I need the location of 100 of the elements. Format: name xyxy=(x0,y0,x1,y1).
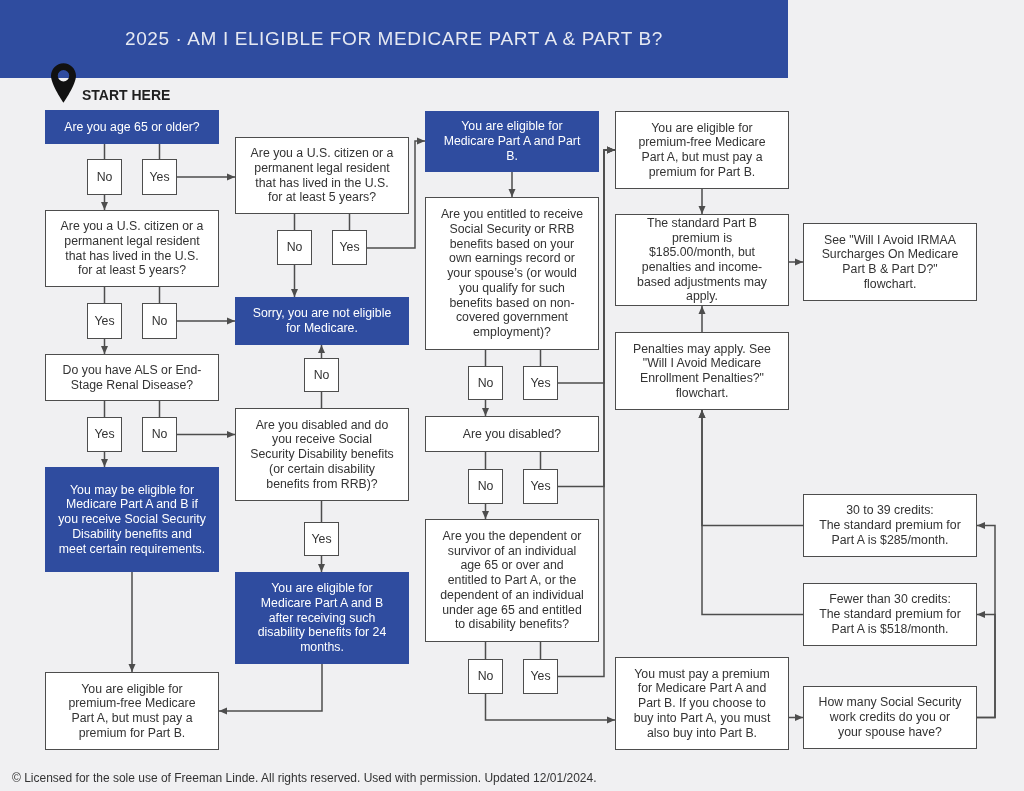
question-text: Are you disabled? xyxy=(462,426,562,442)
question-box xyxy=(425,416,599,452)
question-box xyxy=(803,686,977,749)
result-text: You are eligible for premium-free Medicare Part A, but must pay a premium for Part B. xyxy=(67,681,197,741)
answer-box xyxy=(87,303,122,339)
result-box xyxy=(235,572,409,664)
question-box xyxy=(45,110,219,144)
answer-text: No xyxy=(313,367,330,383)
answer-box xyxy=(523,659,558,694)
page-title: 2025 · AM I ELIGIBLE FOR MEDICARE PART A & PART B? xyxy=(125,26,663,51)
answer-text: No xyxy=(286,240,303,255)
result-box xyxy=(45,467,219,572)
arrow xyxy=(698,409,804,616)
answer-box xyxy=(523,366,558,400)
arrow xyxy=(976,611,996,719)
answer-box xyxy=(304,522,339,556)
answer-text: No xyxy=(151,313,168,329)
result-text: Penalties may apply. See "Will I Avoid Medicare Enrollment Penalties?" flowchart. xyxy=(632,341,772,401)
answer-text: Yes xyxy=(339,240,360,255)
arrow xyxy=(788,714,804,721)
answer-text: Yes xyxy=(149,169,170,185)
question-text: Are you disabled and do you receive Social Security Disability benefits (or certain disability benefits from RRB)? xyxy=(249,417,395,492)
arrow xyxy=(482,503,489,520)
answer-box xyxy=(523,469,558,504)
arrow xyxy=(101,338,108,355)
result-box xyxy=(425,111,599,172)
question-text: Do you have ALS or End-Stage Renal Disease? xyxy=(61,362,203,393)
answer-box xyxy=(277,230,312,265)
answer-text: Yes xyxy=(530,669,551,684)
answer-box xyxy=(332,230,367,265)
arrow xyxy=(318,555,325,573)
question-text: Are you the dependent or survivor of an individual age 65 or over and entitled to Part A, or the dependent of an individual under age 65 and entitled to disability benefits? xyxy=(439,529,585,632)
result-box xyxy=(45,672,219,750)
question-box xyxy=(235,408,409,501)
start-label: START HERE xyxy=(82,86,171,105)
result-box xyxy=(803,583,977,646)
answer-box xyxy=(468,366,503,400)
result-text: 30 to 39 credits: xyxy=(846,503,934,519)
answer-text: Yes xyxy=(94,313,115,329)
arrow xyxy=(101,194,108,211)
arrow xyxy=(508,171,516,198)
result-box xyxy=(803,223,977,301)
answer-text: No xyxy=(477,479,494,494)
question-box xyxy=(235,137,409,214)
question-text: Are you entitled to receive Social Security or RRB benefits based on your own earnings record or your spouse’s (or would you qualify for such benefits based on non-covered government employment)? xyxy=(439,207,585,340)
answer-box xyxy=(304,358,339,392)
result-box xyxy=(615,111,789,189)
arrow xyxy=(482,399,489,417)
result-text: You must pay a premium for Medicare Part A and Part B. If you choose to buy into Part A, you must also buy into Part B. xyxy=(632,666,772,741)
answer-text: No xyxy=(477,669,494,684)
result-text: You are eligible for Medicare Part A and Part B. xyxy=(442,119,582,164)
arrow xyxy=(291,264,298,298)
result-box xyxy=(615,332,789,410)
arrow xyxy=(176,173,236,181)
arrow xyxy=(176,431,236,438)
answer-text: Yes xyxy=(311,531,332,547)
answer-box xyxy=(142,159,177,195)
question-text: Are you age 65 or older? xyxy=(64,119,200,135)
arrow xyxy=(128,571,136,673)
question-box xyxy=(45,354,219,401)
answer-box xyxy=(468,469,503,504)
result-box xyxy=(803,494,977,557)
connector-line xyxy=(320,500,323,523)
arrow xyxy=(484,693,616,724)
answer-text: No xyxy=(96,169,113,185)
answer-text: Yes xyxy=(94,427,115,442)
arrow xyxy=(176,317,236,325)
result-text: The standard premium for Part A is $285/month. xyxy=(818,518,962,548)
footer-note: © Licensed for the sole use of Freeman Linde. All rights reserved. Used with permission. Updated 12/01/2024. xyxy=(12,771,597,786)
result-text: You may be eligible for Medicare Part A and B if you receive Social Security Disability benefits and meet certain requirements. xyxy=(58,482,206,557)
arrow xyxy=(698,188,706,215)
question-text: Are you a U.S. citizen or a permanent legal resident that has lived in the U.S. for at least 5 years? xyxy=(59,219,205,278)
result-text: Fewer than 30 credits: xyxy=(829,592,951,608)
answer-text: Yes xyxy=(530,479,551,494)
result-text: You are eligible for Medicare Part A and B after receiving such disability benefits for 24 months. xyxy=(256,581,388,655)
question-box xyxy=(425,197,599,350)
question-text: Are you a U.S. citizen or a permanent legal resident that has lived in the U.S. for at least 5 years? xyxy=(249,146,395,205)
answer-box xyxy=(468,659,503,694)
result-box xyxy=(615,657,789,750)
arrow xyxy=(366,137,426,249)
answer-text: Yes xyxy=(530,375,551,391)
answer-box xyxy=(142,417,177,452)
arrow xyxy=(101,451,108,468)
answer-text: No xyxy=(477,375,494,391)
arrow xyxy=(557,146,616,678)
result-text: Sorry, you are not eligible for Medicare. xyxy=(251,306,393,336)
question-box xyxy=(425,519,599,642)
result-text: You are eligible for premium-free Medicare Part A, but must pay a premium for Part B. xyxy=(637,120,767,180)
result-box xyxy=(235,297,409,345)
result-text: See "Will I Avoid IRMAA Surcharges On Medicare Part B & Part D?" flowchart. xyxy=(820,232,960,292)
answer-box xyxy=(87,159,122,195)
answer-text: No xyxy=(151,427,168,442)
result-text: The standard Part B premium is $185.00/month, but penalties and income-based adjustments may apply. xyxy=(636,215,768,305)
arrow xyxy=(318,344,325,359)
answer-box xyxy=(87,417,122,452)
question-box xyxy=(45,210,219,287)
result-text: The standard premium for Part A is $518/month. xyxy=(818,607,962,637)
result-box xyxy=(615,214,789,306)
answer-box xyxy=(142,303,177,339)
arrow xyxy=(698,305,706,333)
